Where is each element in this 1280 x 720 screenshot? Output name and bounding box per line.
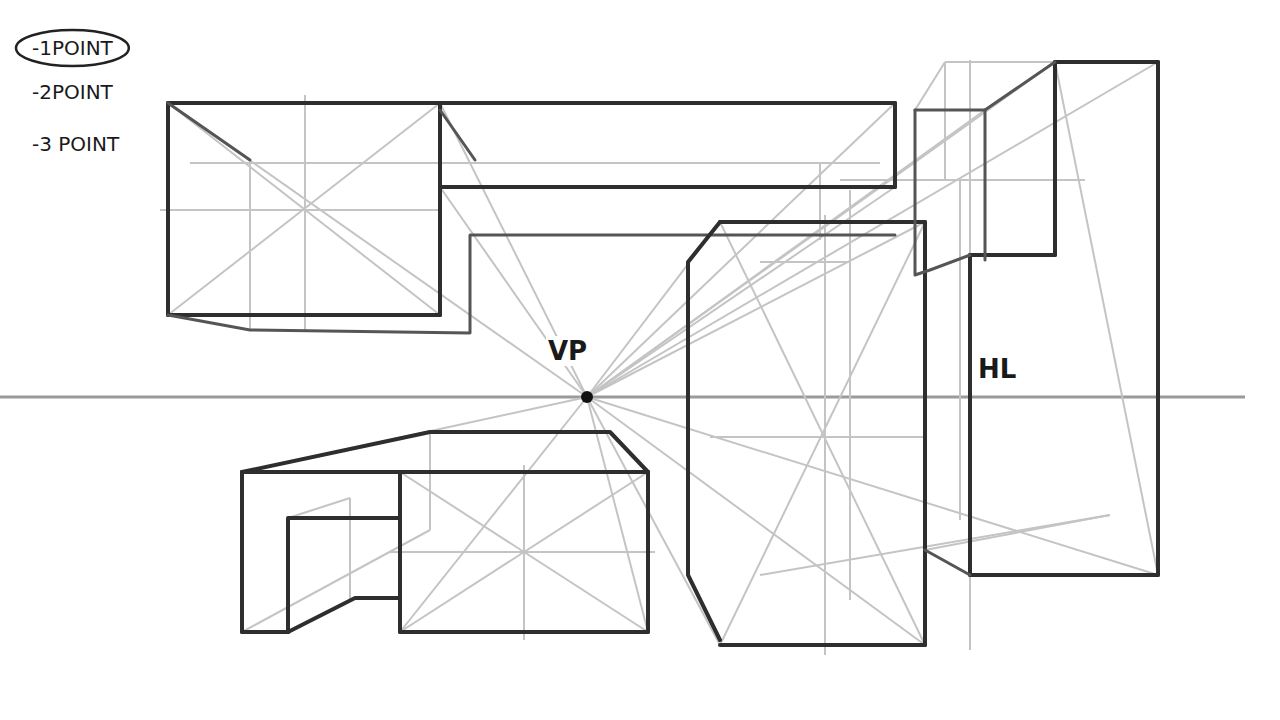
circled-option: -1POINT [14,28,131,68]
list-item: -2POINT [30,80,115,104]
construction-lines [160,60,1158,655]
block-outlines [168,62,1158,645]
list-item: -3 POINT [30,132,121,156]
option-text: -1POINT [32,36,113,60]
horizon-line [0,396,1245,399]
point-label: VP [546,336,589,366]
vanishing-point [581,391,593,403]
line-label: HL [976,354,1018,384]
